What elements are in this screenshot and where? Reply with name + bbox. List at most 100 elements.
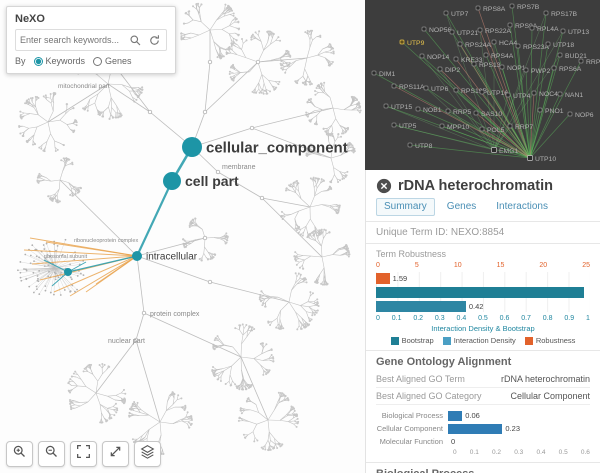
tab-genes[interactable]: Genes	[446, 201, 477, 212]
svg-text:UTP21: UTP21	[457, 30, 478, 37]
search-icon[interactable]	[127, 32, 143, 48]
svg-text:RRP9: RRP9	[586, 59, 600, 66]
svg-text:UTP7: UTP7	[451, 11, 469, 18]
svg-text:RPS13: RPS13	[479, 62, 501, 69]
svg-text:protein complex: protein complex	[150, 311, 200, 318]
legend-robustness: Robustness	[524, 336, 575, 345]
search-input[interactable]	[20, 35, 124, 45]
bar-bootstrap	[376, 286, 590, 298]
svg-text:RPS24A: RPS24A	[465, 42, 492, 49]
robustness-section-label: Term Robustness	[376, 249, 447, 259]
svg-text:SAS10: SAS10	[481, 111, 502, 118]
svg-text:UTP16: UTP16	[487, 90, 508, 97]
svg-text:RPS11A: RPS11A	[399, 84, 425, 91]
svg-text:UTP4: UTP4	[513, 93, 531, 100]
svg-text:RRP5: RRP5	[453, 109, 471, 116]
svg-text:nuclear part: nuclear part	[108, 338, 145, 345]
svg-text:RPS8A: RPS8A	[483, 6, 506, 13]
svg-text:RPS19B: RPS19B	[461, 88, 488, 95]
robustness-axis-caption: Interaction Density & Bootstrap	[431, 324, 535, 333]
svg-text:HCA4: HCA4	[499, 40, 517, 47]
svg-text:DIP2: DIP2	[445, 67, 460, 74]
radio-option-genes[interactable]: Genes	[93, 56, 132, 66]
ontology-tree-canvas[interactable]: mitochondrial part membrane protein comple…	[0, 0, 365, 473]
tab-summary[interactable]: Summary	[376, 198, 435, 216]
svg-text:BUD21: BUD21	[565, 53, 587, 60]
svg-text:membrane: membrane	[222, 164, 256, 171]
layers-icon	[140, 444, 155, 464]
fit-to-screen-button[interactable]	[70, 441, 97, 467]
svg-text:NOP1: NOP1	[507, 65, 526, 72]
svg-text:UTP15: UTP15	[391, 104, 412, 111]
svg-text:UTP5: UTP5	[399, 123, 417, 130]
fit-to-screen-icon	[76, 444, 91, 464]
radio-option-keywords[interactable]: Keywords	[33, 56, 85, 66]
svg-text:PNO1: PNO1	[545, 108, 564, 115]
reset-search-icon[interactable]	[146, 32, 162, 48]
svg-text:RPS9A: RPS9A	[515, 23, 538, 30]
keywords-radio[interactable]	[33, 56, 43, 66]
svg-text:ribonucleoprotein complex: ribonucleoprotein complex	[74, 238, 138, 244]
genes-radio[interactable]	[93, 56, 103, 66]
svg-text:ribosomal subunit: ribosomal subunit	[44, 254, 88, 260]
svg-text:RPS17B: RPS17B	[551, 11, 578, 18]
svg-text:intracellular: intracellular	[146, 252, 198, 263]
reset-view-icon	[108, 444, 123, 464]
unique-term-id: Unique Term ID: NEXO:8854	[376, 227, 505, 238]
svg-text:KRE33: KRE33	[461, 57, 483, 64]
svg-text:NOC4: NOC4	[539, 91, 558, 98]
svg-text:DIM1: DIM1	[379, 71, 395, 78]
detail-tabs: Summary Genes Interactions	[376, 198, 590, 216]
svg-text:MPP10: MPP10	[447, 124, 470, 131]
go-alignment-title: Gene Ontology Alignment	[376, 356, 512, 368]
svg-text:UTP18: UTP18	[553, 42, 574, 49]
svg-text:NOP6: NOP6	[575, 112, 594, 119]
layers-button[interactable]	[134, 441, 161, 467]
svg-text:UTP10: UTP10	[535, 156, 556, 163]
close-icon[interactable]	[376, 178, 392, 194]
svg-text:RPS22A: RPS22A	[485, 28, 512, 35]
ontology-tree-panel[interactable]: mitochondrial part membrane protein comple…	[0, 0, 365, 473]
by-label: By	[15, 56, 26, 66]
svg-text:POL5: POL5	[487, 127, 505, 134]
legend-interaction-density: Interaction Density	[442, 336, 516, 345]
bp-section-title: Biological Process	[376, 468, 590, 473]
svg-text:mitochondrial part: mitochondrial part	[58, 83, 110, 90]
zoom-out-button[interactable]	[38, 441, 65, 467]
svg-text:NAN1: NAN1	[565, 92, 583, 99]
zoom-in-button[interactable]	[6, 441, 33, 467]
zoom-controls	[6, 441, 161, 467]
svg-text:cellular_component: cellular_component	[206, 139, 348, 156]
bar-interaction-density: 0.42	[376, 300, 590, 312]
app-title: NeXO	[15, 13, 45, 25]
svg-text:RPS4A: RPS4A	[491, 53, 514, 60]
svg-text:UTP6: UTP6	[431, 86, 449, 93]
svg-text:NOP56: NOP56	[429, 27, 452, 34]
svg-text:UTP8: UTP8	[415, 143, 433, 150]
svg-text:PWP2: PWP2	[531, 68, 550, 75]
svg-text:RPS23A: RPS23A	[523, 44, 550, 51]
bar-robustness: 1.59	[376, 272, 590, 284]
svg-text:cell part: cell part	[185, 173, 239, 189]
svg-text:NOP14: NOP14	[427, 54, 450, 61]
svg-text:UTP9: UTP9	[407, 40, 425, 47]
term-title: rDNA heterochromatin	[398, 178, 553, 194]
svg-text:RPL4A: RPL4A	[537, 26, 559, 33]
reset-view-button[interactable]	[102, 441, 129, 467]
tab-interactions[interactable]: Interactions	[496, 201, 548, 212]
